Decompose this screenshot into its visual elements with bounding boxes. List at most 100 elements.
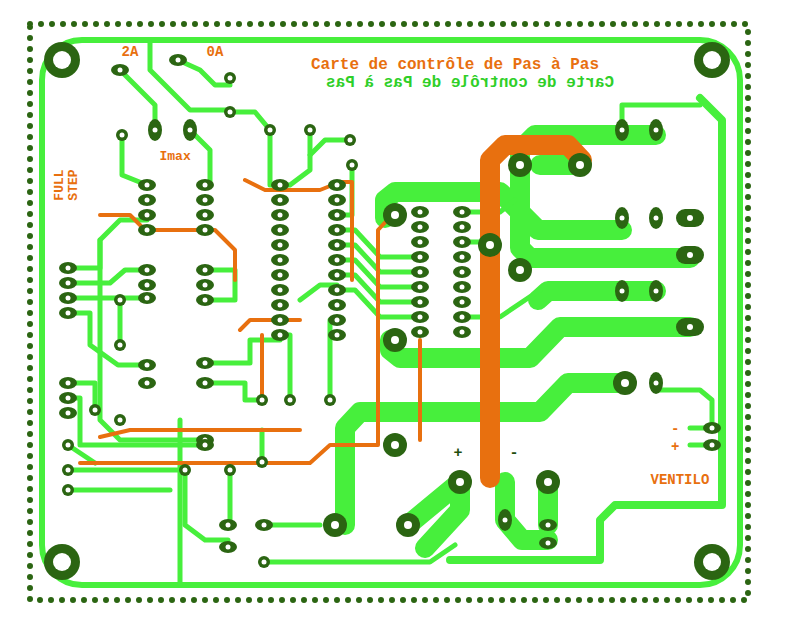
pads <box>676 318 704 336</box>
pads <box>411 221 429 233</box>
pads <box>411 281 429 293</box>
pads <box>59 262 77 274</box>
pads <box>224 464 236 476</box>
power-traces <box>538 291 656 300</box>
pads <box>271 239 289 251</box>
pads <box>271 314 289 326</box>
pads <box>62 464 74 476</box>
signal-traces <box>230 112 280 185</box>
polarity-mark: + <box>452 446 465 463</box>
mounting-holes <box>53 51 71 69</box>
pads <box>615 119 629 141</box>
signal-traces <box>68 220 147 268</box>
pads <box>411 311 429 323</box>
power-trace-top <box>490 145 582 478</box>
top-traces <box>418 340 422 440</box>
pads <box>508 258 532 282</box>
pads <box>138 377 156 389</box>
pads <box>169 54 187 66</box>
pads <box>508 153 532 177</box>
pads <box>59 407 77 419</box>
pads <box>328 239 346 251</box>
mounting-holes <box>703 51 721 69</box>
pads <box>59 377 77 389</box>
pads <box>138 224 156 236</box>
board-title: Carte de contrôle de Pas à Pas <box>309 57 601 75</box>
signal-traces <box>68 296 147 301</box>
pads <box>453 326 471 338</box>
pads <box>114 294 126 306</box>
ground-trace <box>450 98 722 560</box>
pads <box>271 194 289 206</box>
pads <box>328 299 346 311</box>
pads <box>344 134 356 146</box>
pads <box>196 294 214 306</box>
pads <box>615 280 629 302</box>
pads <box>196 264 214 276</box>
pads <box>649 207 663 229</box>
signal-traces <box>68 488 170 493</box>
pads <box>264 124 276 136</box>
pads <box>346 159 358 171</box>
pads <box>453 281 471 293</box>
pads <box>453 221 471 233</box>
pads <box>271 179 289 191</box>
pads <box>271 284 289 296</box>
pads <box>539 537 557 549</box>
signal-traces <box>122 135 147 185</box>
pads <box>271 224 289 236</box>
pads <box>62 439 74 451</box>
pads <box>116 129 128 141</box>
pads <box>411 296 429 308</box>
pads <box>703 439 721 451</box>
pads <box>271 329 289 341</box>
pads <box>284 394 296 406</box>
pads <box>649 372 663 394</box>
pads <box>411 251 429 263</box>
pads <box>196 377 214 389</box>
signal-traces <box>68 42 712 585</box>
board-edge <box>30 24 748 600</box>
mode-label: FULL STEP <box>53 158 80 202</box>
signal-traces <box>178 420 183 585</box>
pads <box>256 456 268 468</box>
pads <box>453 311 471 323</box>
pads <box>114 339 126 351</box>
pads <box>138 264 156 276</box>
signal-traces <box>68 313 147 365</box>
pads <box>328 194 346 206</box>
signal-traces <box>118 300 123 345</box>
pads <box>224 72 236 84</box>
pads <box>271 254 289 266</box>
pads <box>411 266 429 278</box>
pads <box>59 277 77 289</box>
top-traces <box>80 180 420 463</box>
top-traces <box>240 320 300 330</box>
mounting-holes <box>44 544 80 580</box>
pads <box>179 464 191 476</box>
pads <box>536 470 560 494</box>
pads <box>138 194 156 206</box>
pads <box>383 328 407 352</box>
pads <box>114 414 126 426</box>
pads <box>453 236 471 248</box>
pads <box>613 371 637 395</box>
pads <box>615 207 629 229</box>
pads <box>411 326 429 338</box>
pads <box>59 54 721 568</box>
pads <box>539 519 557 531</box>
pads <box>304 124 316 136</box>
polarity-mark: - <box>669 422 681 437</box>
pads <box>196 209 214 221</box>
pads <box>271 299 289 311</box>
signal-traces <box>68 398 205 445</box>
pads <box>383 433 407 457</box>
pads <box>453 251 471 263</box>
pads <box>196 279 214 291</box>
pads <box>328 224 346 236</box>
pads <box>328 314 346 326</box>
pads <box>219 541 237 553</box>
power-traces <box>390 327 690 358</box>
power-traces <box>345 135 690 548</box>
